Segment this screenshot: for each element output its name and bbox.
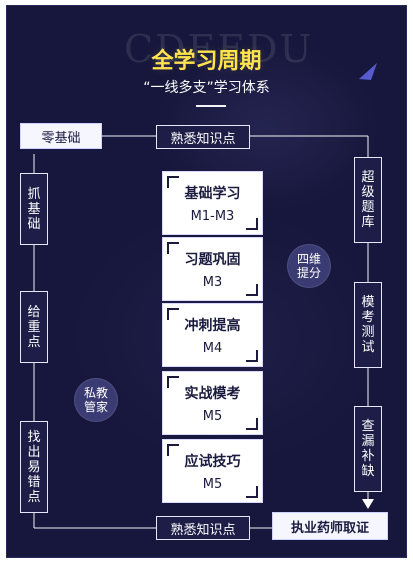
left-step-2-char-2: 重: [27, 319, 41, 335]
right-step-3-char-2: 漏: [361, 434, 375, 449]
left-step-1: 抓 基 础: [20, 173, 48, 245]
triangle-decor-icon: [359, 63, 377, 80]
card-title: 习题巩固: [184, 251, 241, 268]
right-step-1-char-1: 超: [361, 170, 375, 185]
badge-four-dimensions: 四维 提分: [287, 244, 331, 288]
final-box: 执业药师取证: [272, 512, 388, 540]
bottom-flow-box: 熟悉知识点: [156, 516, 250, 540]
card-title: 冲刺提高: [184, 317, 241, 334]
card-subtitle: M5: [202, 476, 223, 492]
right-step-1-char-3: 题: [361, 200, 375, 215]
right-step-2-char-1: 模: [361, 295, 375, 310]
right-step-3-char-4: 缺: [361, 464, 375, 479]
left-step-1-char-2: 基: [27, 201, 41, 217]
watermark-text: CDEEDU: [124, 27, 314, 71]
right-step-1-char-2: 级: [361, 185, 375, 200]
right-step-2-char-3: 测: [361, 325, 375, 340]
card-subtitle: M3: [202, 274, 223, 290]
title: 全学习周期: [151, 49, 262, 74]
left-step-3-char-4: 错: [27, 474, 41, 490]
bottom-flow-label: 熟悉知识点: [170, 522, 236, 538]
left-step-3-char-1: 找: [27, 429, 41, 445]
subtitle: “一线多支”学习体系: [143, 80, 270, 96]
left-step-2-char-1: 给: [27, 304, 41, 320]
right-step-3-char-3: 补: [361, 449, 375, 464]
card-title: 实战模考: [184, 385, 241, 402]
badge-private-tutor-line-1: 私教: [83, 386, 108, 400]
right-step-3-char-1: 查: [361, 419, 375, 434]
card-title: 应试技巧: [184, 453, 241, 470]
top-flow-box: 熟悉知识点: [156, 125, 250, 149]
left-step-3-char-2: 出: [27, 444, 41, 460]
left-step-2-char-3: 点: [27, 334, 41, 350]
left-step-2: 给 重 点: [20, 291, 48, 363]
infographic-frame: CDEEDU 全学习周期 “一线多支”学习体系 零基础 熟悉知识点 抓 基 础 …: [6, 5, 407, 558]
left-step-3: 找 出 易 错 点: [20, 421, 48, 513]
start-box-label: 零基础: [41, 130, 81, 146]
card-subtitle: M1-M3: [190, 208, 235, 224]
arrowhead-icon: [362, 499, 374, 509]
card-exam-skills: 应试技巧 M5: [162, 439, 263, 503]
right-step-3: 查 漏 补 缺: [354, 406, 382, 492]
right-step-2: 模 考 测 试: [354, 282, 382, 368]
final-box-label: 执业药师取证: [290, 520, 369, 536]
right-step-2-char-2: 考: [361, 310, 375, 325]
left-step-3-char-3: 易: [27, 459, 41, 475]
badge-private-tutor: 私教 管家: [74, 378, 118, 422]
left-step-1-char-3: 础: [27, 216, 41, 232]
right-step-2-char-4: 试: [361, 340, 375, 355]
badge-four-dimensions-line-1: 四维: [296, 252, 321, 266]
badge-four-dimensions-line-2: 提分: [296, 266, 321, 280]
card-title: 基础学习: [184, 185, 241, 202]
top-flow-label: 熟悉知识点: [170, 131, 236, 147]
title-underline: [196, 105, 226, 107]
card-practice: 习题巩固 M3: [162, 237, 263, 301]
right-step-1-char-4: 库: [361, 215, 375, 230]
card-subtitle: M4: [202, 340, 223, 356]
start-box: 零基础: [20, 123, 102, 149]
left-step-3-char-5: 点: [27, 489, 41, 505]
card-mock-exam: 实战模考 M5: [162, 371, 263, 435]
card-sprint: 冲刺提高 M4: [162, 303, 263, 367]
badge-private-tutor-line-2: 管家: [83, 400, 108, 414]
left-step-1-char-1: 抓: [27, 186, 41, 202]
right-step-1: 超 级 题 库: [354, 157, 382, 243]
card-foundation: 基础学习 M1-M3: [162, 171, 263, 235]
card-subtitle: M5: [202, 408, 223, 424]
